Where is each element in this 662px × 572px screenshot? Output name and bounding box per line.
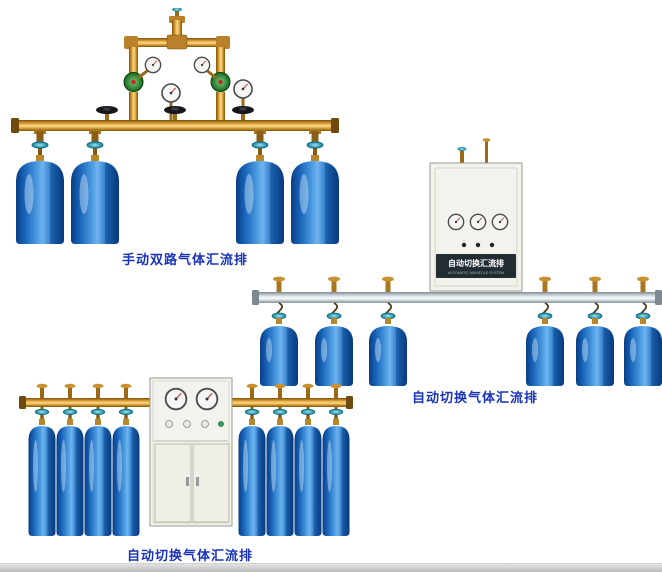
valve-handwheel xyxy=(96,106,118,120)
indicator-light xyxy=(218,421,224,427)
gas-cylinder xyxy=(294,426,322,536)
gas-cylinder xyxy=(322,426,350,536)
door-handle xyxy=(186,477,189,486)
manifold-pipe xyxy=(252,290,662,305)
cabinet-gauge xyxy=(447,213,465,231)
manifold-pipe-right xyxy=(232,396,353,409)
control-cabinet xyxy=(149,377,233,527)
cylinder-valve-handle xyxy=(31,141,49,156)
product-illustration-auto-switch-floor xyxy=(18,372,353,544)
pressure-gauge xyxy=(144,56,162,74)
cabinet-door xyxy=(154,443,192,523)
indicator-light xyxy=(475,242,481,248)
cabinet-sublabel: AUTOMATIC MANIFOLD SYSTEM xyxy=(448,271,504,275)
pressure-gauge xyxy=(233,79,253,99)
door-handle xyxy=(196,477,199,486)
gas-cylinder xyxy=(266,426,294,536)
cabinet-gauge xyxy=(491,213,509,231)
control-knob xyxy=(201,420,209,428)
gas-cylinder xyxy=(112,426,140,536)
gas-cylinder xyxy=(71,161,119,244)
gas-cylinder xyxy=(238,426,266,536)
product-illustration-manual-dual-manifold xyxy=(10,8,340,254)
control-knob xyxy=(183,420,191,428)
product-illustration-auto-switch-wall: 自动切换汇流排 AUTOMATIC MANIFOLD SYSTEM xyxy=(252,138,662,390)
control-cabinet: 自动切换汇流排 AUTOMATIC MANIFOLD SYSTEM xyxy=(429,162,523,292)
regulator-down-pipes xyxy=(129,92,225,120)
cylinder-valve-handles xyxy=(34,408,344,425)
product-caption-auto-switch-floor: 自动切换气体汇流排 xyxy=(126,548,253,563)
valve-handwheel xyxy=(232,106,254,120)
cabinet-nameplate xyxy=(436,254,516,278)
pressure-gauge xyxy=(161,83,181,103)
product-caption-auto-switch-wall: 自动切换气体汇流排 xyxy=(411,390,538,405)
product-caption-manual-dual: 手动双路气体汇流排 xyxy=(121,252,248,267)
manifold-riser-valves xyxy=(36,383,342,398)
gas-cylinder xyxy=(56,426,84,536)
page-bottom-border xyxy=(0,563,662,572)
gas-cylinder xyxy=(576,326,614,386)
pressure-gauge xyxy=(193,56,211,74)
cylinder-valves xyxy=(271,312,651,324)
gas-cylinder xyxy=(16,161,64,244)
main-manifold-pipe xyxy=(11,118,339,133)
manifold-pipe-left xyxy=(19,396,150,409)
indicator-light xyxy=(489,242,495,248)
gas-cylinder xyxy=(84,426,112,536)
cabinet-gauge xyxy=(164,387,188,411)
cabinet-label: 自动切换汇流排 xyxy=(448,258,504,268)
manifold-valves xyxy=(273,276,649,292)
cylinder-valve-handle xyxy=(86,141,104,156)
cylinder-connections xyxy=(31,129,324,161)
cabinet-gauge xyxy=(469,213,487,231)
cabinet-top-fittings xyxy=(457,138,491,163)
valve-handwheel xyxy=(164,106,186,120)
gas-cylinder xyxy=(526,326,564,386)
gas-cylinder xyxy=(624,326,662,386)
gas-cylinder xyxy=(28,426,56,536)
control-knob xyxy=(165,420,173,428)
upper-tee-assembly xyxy=(124,8,230,73)
indicator-light xyxy=(461,242,467,248)
gas-cylinder xyxy=(369,326,407,386)
cabinet-gauge xyxy=(195,387,219,411)
